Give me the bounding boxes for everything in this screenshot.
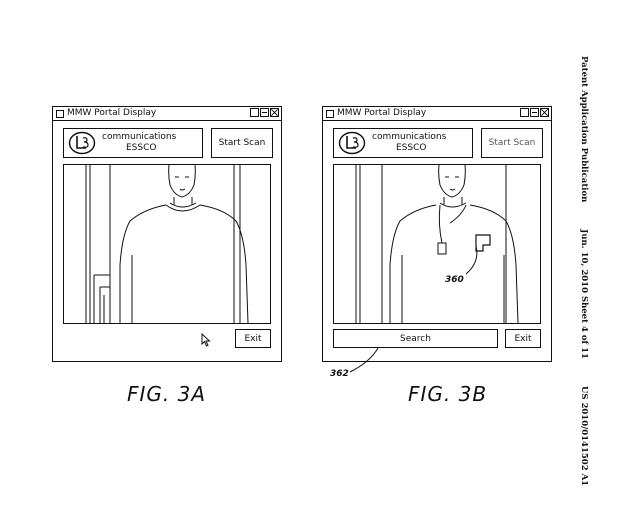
patent-number: US 2010/0141502 A1: [579, 385, 589, 487]
reference-numeral-362: 362: [330, 369, 349, 379]
window-controls: [520, 108, 549, 117]
mouse-cursor-icon: [201, 333, 211, 347]
exit-button[interactable]: Exit: [235, 329, 271, 348]
close-icon[interactable]: [540, 108, 549, 117]
window-title: MMW Portal Display: [337, 108, 427, 118]
l3-logo-icon: [338, 131, 366, 155]
logo-text-essco: ESSCO: [396, 143, 427, 153]
date-sheet: Jun. 10, 2010 Sheet 4 of 11: [579, 229, 589, 359]
figure-label-3a: FIG. 3A: [127, 382, 207, 406]
detected-object-icon: [475, 234, 491, 252]
patent-side-header: Patent Application Publication Jun. 10, …: [576, 56, 592, 486]
figure-label-3b: FIG. 3B: [408, 382, 488, 406]
search-button[interactable]: Search: [333, 329, 498, 348]
logo-panel: communications ESSCO: [333, 128, 473, 158]
system-menu-icon[interactable]: [326, 110, 334, 118]
maximize-icon[interactable]: [530, 108, 539, 117]
minimize-icon[interactable]: [250, 108, 259, 117]
window-title: MMW Portal Display: [67, 108, 157, 118]
mmw-portal-window-3a: MMW Portal Display communications ESSCO …: [52, 106, 282, 362]
window-controls: [250, 108, 279, 117]
title-bar: MMW Portal Display: [323, 107, 551, 121]
close-icon[interactable]: [270, 108, 279, 117]
scan-image-area: [333, 164, 541, 324]
logo-text-essco: ESSCO: [126, 143, 157, 153]
start-scan-button[interactable]: Start Scan: [481, 128, 543, 158]
title-bar: MMW Portal Display: [53, 107, 281, 121]
mmw-portal-window-3b: MMW Portal Display communications ESSCO …: [322, 106, 552, 362]
l3-logo-icon: [68, 131, 96, 155]
logo-text-communications: communications: [102, 132, 177, 142]
logo-text-communications: communications: [372, 132, 447, 142]
scan-image-person: [85, 165, 249, 323]
scan-image-person-with-object: [355, 165, 519, 323]
publication-type: Patent Application Publication: [579, 56, 589, 203]
logo-panel: communications ESSCO: [63, 128, 203, 158]
reference-numeral-360: 360: [445, 275, 464, 285]
start-scan-button[interactable]: Start Scan: [211, 128, 273, 158]
exit-button[interactable]: Exit: [505, 329, 541, 348]
scan-image-area: [63, 164, 271, 324]
minimize-icon[interactable]: [520, 108, 529, 117]
maximize-icon[interactable]: [260, 108, 269, 117]
system-menu-icon[interactable]: [56, 110, 64, 118]
